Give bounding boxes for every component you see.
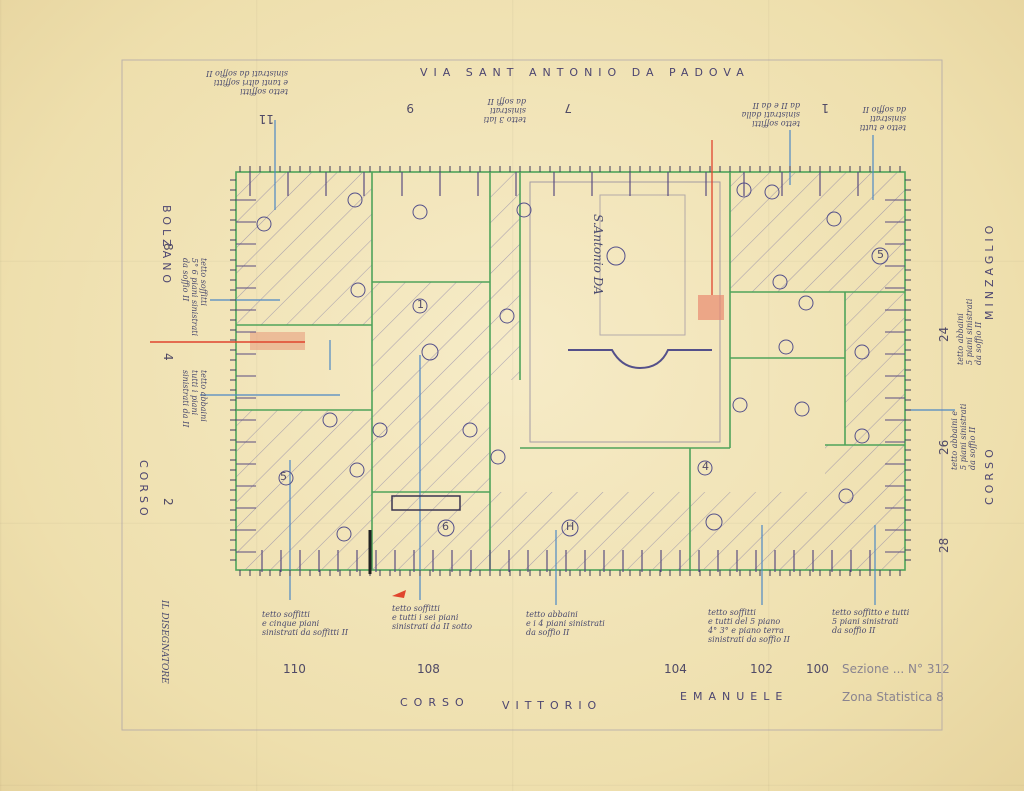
civic-number: 11	[258, 112, 274, 126]
room-mark: H	[566, 520, 575, 533]
church-label: S.Antonio DA	[591, 214, 605, 295]
civic-number: 24	[937, 326, 951, 342]
perimeter-ticks	[230, 166, 911, 576]
red-arrow-icon	[392, 590, 406, 598]
civic-number: 7	[564, 101, 572, 115]
civic-number: 9	[406, 101, 414, 115]
street-left-corso: CORSO	[137, 460, 150, 520]
street-bottom-2: VITTORIO	[502, 699, 603, 712]
civic-number: 28	[937, 537, 951, 553]
stamp-section: Sezione ... N° 312	[842, 662, 950, 676]
civic-number: 102	[750, 662, 773, 676]
room-mark: 5	[280, 470, 287, 483]
street-bottom-3: EMANUELE	[680, 690, 789, 703]
room-mark: 4	[702, 460, 709, 473]
top-damage-note: tetto soffitti e tanti altri soffitti si…	[206, 69, 288, 96]
civic-number: 8	[161, 243, 175, 251]
room-mark: 1	[417, 298, 424, 311]
stair-block	[391, 495, 461, 511]
civic-number: 1	[821, 101, 829, 115]
red-marked-room	[698, 295, 724, 320]
side-damage-note: tetto soffitti 5° 6 piani sinistrati da …	[181, 258, 208, 337]
civic-number: 26	[937, 439, 951, 455]
damage-note: tetto soffitto e tutti 5 piani sinistrat…	[832, 608, 910, 635]
civic-number: 100	[806, 662, 829, 676]
perimeter-arrows	[236, 172, 905, 572]
damage-note: tetto soffitti e cinque piani sinistrati…	[262, 610, 349, 637]
church-interior-sketch	[529, 181, 721, 443]
side-damage-note: tetto abbaini e 5 piani sinistrati da so…	[950, 403, 977, 470]
street-right: MINZAGLIO	[983, 221, 996, 320]
civic-number: 4	[161, 353, 175, 361]
civic-number: 2	[161, 498, 175, 506]
top-damage-note: tetto soffitti sinistrati dalla da II e …	[741, 101, 800, 128]
street-top: VIA SANT ANTONIO DA PADOVA	[420, 66, 750, 79]
top-damage-note: tetto 3 lati sinistrati da soffi II	[483, 97, 526, 124]
civic-number: 104	[664, 662, 687, 676]
sheet-frame	[121, 59, 943, 731]
hatched-damage-zones	[236, 172, 905, 570]
room-mark: 5	[877, 248, 884, 261]
civic-number: 110	[283, 662, 306, 676]
red-marked-left-room	[250, 332, 305, 350]
room-circle-markers	[256, 182, 889, 542]
side-damage-note: tetto abbaini tutti i piani sinistrati d…	[181, 370, 208, 428]
civic-number: 108	[417, 662, 440, 676]
top-damage-note: tetto e tutti sinistrati da soffio II	[859, 105, 906, 132]
side-damage-note: tetto abbaini 5 piani sinistrati da soff…	[956, 298, 983, 365]
damage-note: tetto soffitti e tutti del 5 piano 4° 3°…	[708, 608, 790, 644]
damage-note: tetto soffitti e tutti i sei piani sinis…	[392, 604, 473, 631]
street-right-corso: CORSO	[983, 445, 996, 505]
draftsman-margin-text: IL DISEGNATORE	[159, 600, 169, 684]
room-mark: 6	[442, 520, 449, 533]
stamp-zone: Zona Statistica 8	[842, 690, 944, 704]
damage-note: tetto abbaini e i 4 piani sinistrati da …	[526, 610, 605, 637]
street-bottom-1: CORSO	[400, 696, 470, 709]
